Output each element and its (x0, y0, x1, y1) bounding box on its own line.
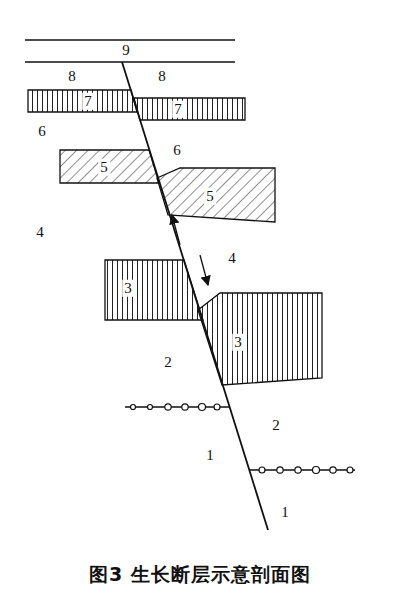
layer-number: 5 (98, 159, 110, 176)
layer-number: 6 (171, 142, 183, 159)
layer-number: 4 (226, 250, 238, 267)
layer-number: 5 (204, 188, 216, 205)
figure-caption: 图3 生长断层示意剖面图 (0, 562, 400, 588)
layer-number: 1 (204, 447, 216, 464)
layer-number: 1 (279, 504, 291, 521)
layer-number: 4 (34, 224, 46, 241)
layer-number: 3 (232, 334, 244, 351)
layer-number: 8 (156, 68, 168, 85)
layer-number: 9 (120, 42, 132, 59)
layer-number: 3 (122, 280, 134, 297)
layer-number: 2 (270, 417, 282, 434)
layer-number: 2 (162, 354, 174, 371)
layer-number: 6 (36, 123, 48, 140)
layer-number: 7 (172, 101, 184, 118)
layer-number: 7 (82, 93, 94, 110)
layer-number: 8 (66, 68, 78, 85)
